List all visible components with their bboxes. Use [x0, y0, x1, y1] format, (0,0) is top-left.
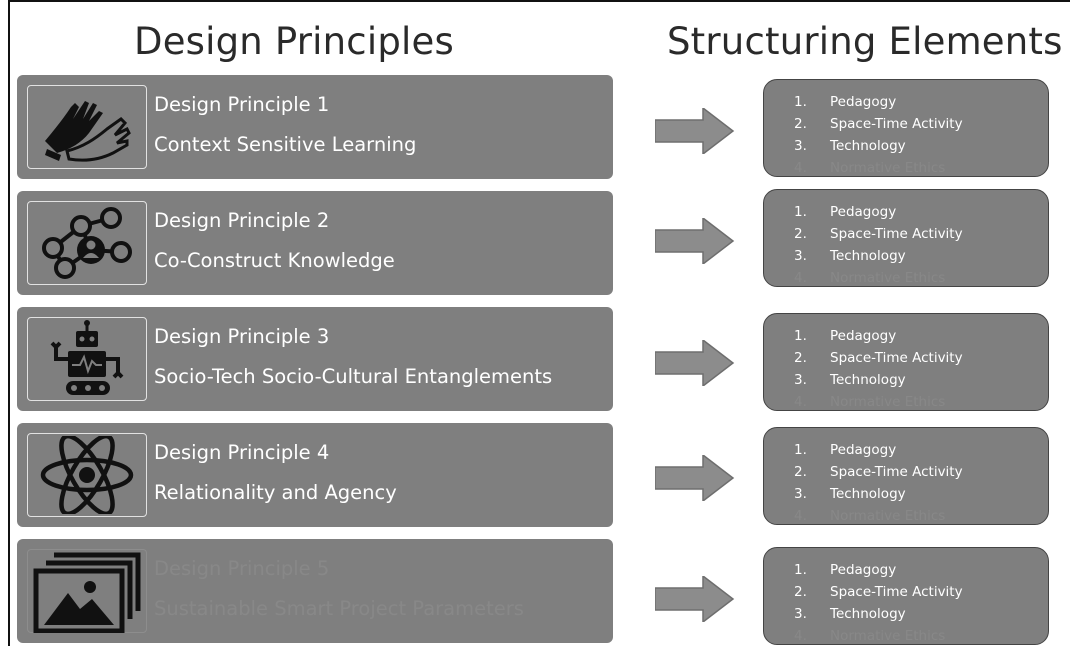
element-item: 1. Pedagogy — [794, 91, 963, 113]
element-number: 3. — [794, 138, 807, 154]
element-label: Technology — [830, 486, 906, 502]
element-label: Pedagogy — [830, 328, 897, 344]
element-label: Normative Ethics — [830, 508, 946, 524]
network-icon — [27, 201, 147, 285]
heading-structuring-elements: Structuring Elements — [667, 20, 1063, 63]
element-item: 2. Space-Time Activity — [794, 461, 963, 483]
element-label: Normative Ethics — [830, 270, 946, 286]
element-item: 1. Pedagogy — [794, 325, 963, 347]
principle-subtitle: Relationality and Agency — [154, 481, 397, 504]
element-item: 3. Technology — [794, 483, 963, 505]
element-item-faded: 4. Normative Ethics — [794, 157, 963, 176]
design-principle-2: Design Principle 2 Co-Construct Knowledg… — [17, 191, 613, 295]
element-label: Normative Ethics — [830, 160, 946, 176]
element-label: Space-Time Activity — [830, 584, 963, 600]
principle-subtitle: Socio-Tech Socio-Cultural Entanglements — [154, 365, 553, 388]
image-gallery-icon — [27, 549, 147, 633]
element-label: Normative Ethics — [830, 628, 946, 644]
element-item: 2. Space-Time Activity — [794, 113, 963, 135]
element-item: 3. Technology — [794, 245, 963, 267]
element-number: 4. — [794, 628, 807, 644]
element-number: 4. — [794, 394, 807, 410]
element-number: 1. — [794, 204, 807, 220]
element-label: Technology — [830, 606, 906, 622]
element-item: 3. Technology — [794, 603, 963, 625]
diagram-frame — [8, 0, 1070, 646]
element-label: Normative Ethics — [830, 394, 946, 410]
element-item-faded: 4. Normative Ethics — [794, 391, 963, 410]
principle-subtitle: Sustainable Smart Project Parameters — [154, 597, 524, 620]
element-item: 1. Pedagogy — [794, 201, 963, 223]
design-principle-1: Design Principle 1 Context Sensitive Lea… — [17, 75, 613, 179]
element-number: 2. — [794, 116, 807, 132]
element-label: Technology — [830, 248, 906, 264]
element-item: 3. Technology — [794, 369, 963, 391]
structuring-elements-box: 1. Pedagogy 2. Space-Time Activity 3. Techn… — [763, 547, 1049, 645]
element-number: 1. — [794, 94, 807, 110]
element-label: Pedagogy — [830, 562, 897, 578]
principle-title: Design Principle 1 — [154, 93, 330, 116]
principle-title: Design Principle 3 — [154, 325, 330, 348]
structuring-elements-box: 1. Pedagogy 2. Space-Time Activity 3. Techn… — [763, 427, 1049, 525]
arrow-right-icon — [655, 108, 735, 154]
element-item: 3. Technology — [794, 135, 963, 157]
element-number: 3. — [794, 486, 807, 502]
structuring-elements-box: 1. Pedagogy 2. Space-Time Activity 3. Techn… — [763, 189, 1049, 287]
design-principle-4: Design Principle 4 Relationality and Age… — [17, 423, 613, 527]
element-item-faded: 4. Normative Ethics — [794, 267, 963, 286]
element-item: 1. Pedagogy — [794, 439, 963, 461]
heading-design-principles: Design Principles — [134, 20, 454, 63]
hands-icon — [27, 85, 147, 169]
element-label: Space-Time Activity — [830, 350, 963, 366]
element-number: 4. — [794, 160, 807, 176]
element-item-faded: 4. Normative Ethics — [794, 625, 963, 644]
element-number: 3. — [794, 606, 807, 622]
element-item: 2. Space-Time Activity — [794, 581, 963, 603]
element-number: 2. — [794, 464, 807, 480]
design-principle-5: Design Principle 5 Sustainable Smart Pro… — [17, 539, 613, 643]
element-number: 4. — [794, 270, 807, 286]
arrow-right-icon — [655, 576, 735, 622]
element-label: Space-Time Activity — [830, 464, 963, 480]
element-item: 2. Space-Time Activity — [794, 223, 963, 245]
element-label: Technology — [830, 138, 906, 154]
atom-icon — [27, 433, 147, 517]
element-number: 1. — [794, 328, 807, 344]
arrow-right-icon — [655, 455, 735, 501]
principle-title: Design Principle 2 — [154, 209, 330, 232]
design-principle-3: Design Principle 3 Socio-Tech Socio-Cult… — [17, 307, 613, 411]
element-label: Space-Time Activity — [830, 226, 963, 242]
element-item-faded: 4. Normative Ethics — [794, 505, 963, 524]
arrow-right-icon — [655, 218, 735, 264]
element-number: 1. — [794, 442, 807, 458]
element-number: 3. — [794, 372, 807, 388]
element-number: 2. — [794, 226, 807, 242]
principle-subtitle: Co-Construct Knowledge — [154, 249, 395, 272]
principle-subtitle: Context Sensitive Learning — [154, 133, 417, 156]
structuring-elements-box: 1. Pedagogy 2. Space-Time Activity 3. Techn… — [763, 79, 1049, 177]
principle-title: Design Principle 5 — [154, 557, 330, 580]
element-item: 2. Space-Time Activity — [794, 347, 963, 369]
element-item: 1. Pedagogy — [794, 559, 963, 581]
element-number: 3. — [794, 248, 807, 264]
element-label: Pedagogy — [830, 204, 897, 220]
element-number: 4. — [794, 508, 807, 524]
principle-title: Design Principle 4 — [154, 441, 330, 464]
element-label: Technology — [830, 372, 906, 388]
element-number: 2. — [794, 584, 807, 600]
element-label: Pedagogy — [830, 94, 897, 110]
element-label: Pedagogy — [830, 442, 897, 458]
arrow-right-icon — [655, 340, 735, 386]
robot-icon — [27, 317, 147, 401]
element-number: 1. — [794, 562, 807, 578]
element-number: 2. — [794, 350, 807, 366]
structuring-elements-box: 1. Pedagogy 2. Space-Time Activity 3. Techn… — [763, 313, 1049, 411]
element-label: Space-Time Activity — [830, 116, 963, 132]
